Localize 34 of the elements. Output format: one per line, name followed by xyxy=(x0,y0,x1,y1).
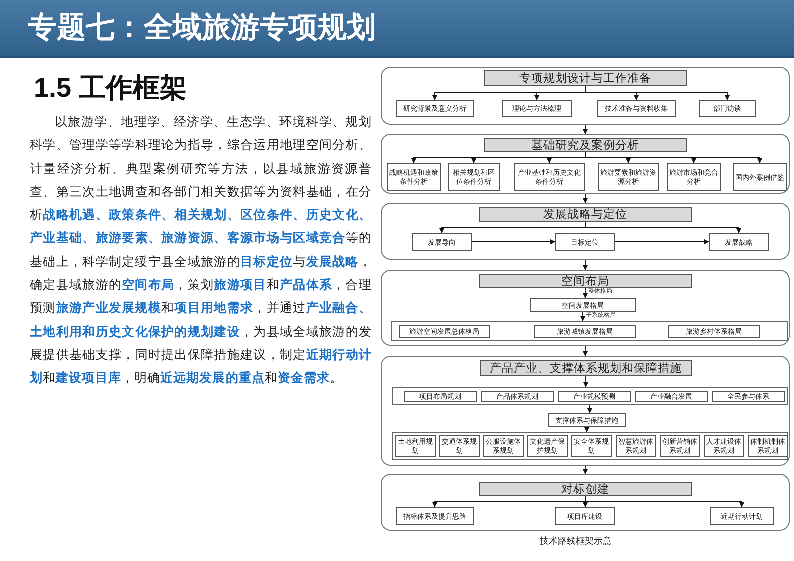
arrow xyxy=(583,288,588,298)
arrow xyxy=(584,426,590,432)
arrow xyxy=(583,260,588,270)
stage-panel xyxy=(381,270,790,346)
frame-box xyxy=(391,321,788,341)
arrow xyxy=(580,312,586,322)
arrow xyxy=(585,86,730,100)
stage-header-box: 对标创建 xyxy=(479,482,692,496)
stage-header-box: 基础研究及案例分析 xyxy=(484,138,687,152)
stage-panel xyxy=(381,134,790,194)
section-heading: 1.5 工作框架 xyxy=(34,72,188,105)
arrow xyxy=(584,376,588,388)
arrow xyxy=(588,404,592,414)
stage-header-box: 发展战略与定位 xyxy=(479,207,692,222)
stage-header-box: 产品产业、支撑体系规划和保障措施 xyxy=(480,360,692,376)
stage-panel xyxy=(381,67,790,125)
arrow xyxy=(583,466,588,474)
body-paragraph: 以旅游学、地理学、经济学、生态学、环境科学、规划科学、管理学等学科理论为指导，综合运用地理空间分析、计量经济分析、典型案例研究等方法，以县域旅游资源普查、第三次土地调查和各部门相关数据等为资料基础，在分析战略机遇、政策条件、相关规划、区位条件、历史文化、产业基础、旅游要素、旅游资源、客源市场与区域竞合等的基础上，科学制定绥宁县全域旅游的目标定位与发展战略，确定县域旅游的空间布局，策划旅游项目和产品体系，合理预测旅游产业发展规模和项目用地需求，并通过产业融合、土地利用和历史文化保护的规划建设，为县域全域旅游的发展提供基础支撑，同时提出保障措施建议，制定近期行动计划和建设项目库，明确近远期发展的重点和资金需求。 xyxy=(30,114,372,388)
arrow xyxy=(583,194,588,204)
stage-header-box: 专项规划设计与工作准备 xyxy=(484,70,687,86)
frame-box xyxy=(392,387,788,405)
arrow xyxy=(472,240,556,244)
arrow xyxy=(583,124,588,134)
stage-panel xyxy=(381,203,790,260)
frame-box xyxy=(392,432,788,460)
arrow xyxy=(585,496,744,508)
stage-panel xyxy=(381,356,790,466)
arrow xyxy=(614,240,710,244)
stage-header-box: 空间布局 xyxy=(479,274,692,288)
arrow xyxy=(583,346,588,356)
stage-panel xyxy=(381,474,790,531)
page-title: 专题七：全域旅游专项规划 xyxy=(28,11,376,46)
figure-caption: 技术路线框架示意 xyxy=(540,535,612,548)
arrow xyxy=(585,222,742,234)
